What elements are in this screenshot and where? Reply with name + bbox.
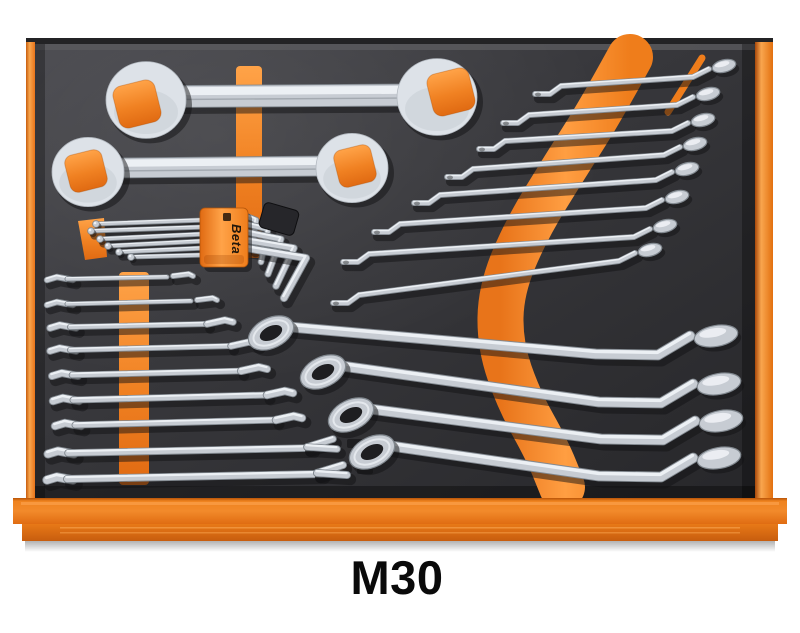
offset-ring-wrench-large-4 bbox=[348, 434, 745, 489]
orange-jaw-block bbox=[426, 67, 476, 117]
offset-ring-wrench-small-6 bbox=[371, 189, 693, 242]
hex-key-set: Beta bbox=[87, 202, 316, 309]
brand-label: Beta bbox=[229, 224, 244, 254]
open-end-wrench-2 bbox=[51, 133, 394, 212]
rail-band bbox=[13, 498, 787, 524]
combination-wrench-8 bbox=[43, 435, 363, 465]
hex-holder-clip bbox=[258, 202, 300, 236]
offset-ring-wrench-small-4 bbox=[444, 136, 711, 187]
orange-jaw-block bbox=[112, 79, 162, 129]
orange-jaw-block bbox=[333, 144, 377, 188]
tray-frame bbox=[26, 38, 773, 500]
offset-ring-wrench-small-3 bbox=[476, 112, 719, 159]
offset-ring-wrench-small-5 bbox=[411, 161, 703, 213]
orange-jaw-block bbox=[64, 149, 108, 193]
combination-wrench-5 bbox=[47, 362, 277, 387]
offset-ring-wrench-large-1 bbox=[247, 315, 742, 367]
model-label: M30 bbox=[351, 551, 444, 604]
tray-scene: Beta bbox=[13, 34, 787, 552]
offset-ring-wrench-small-7 bbox=[340, 218, 681, 272]
combination-wrench-7 bbox=[50, 411, 312, 437]
offset-ring-wrench-large-2 bbox=[299, 354, 745, 415]
combination-wrench-3 bbox=[46, 316, 242, 338]
offset-ring-wrench-small-2 bbox=[500, 86, 724, 133]
offset-ring-wrench-small-8 bbox=[330, 242, 666, 313]
combination-wrench-6 bbox=[48, 386, 303, 412]
offset-ring-wrench-large-3 bbox=[327, 397, 747, 452]
combination-wrench-2 bbox=[43, 295, 226, 315]
brand-logo-mark bbox=[223, 213, 231, 221]
drawer-rail bbox=[13, 498, 787, 552]
combination-wrench-1 bbox=[43, 271, 202, 290]
open-end-wrench-1 bbox=[105, 58, 483, 144]
hex-holder bbox=[199, 207, 249, 268]
offset-ring-wrench-small-1 bbox=[532, 58, 740, 104]
